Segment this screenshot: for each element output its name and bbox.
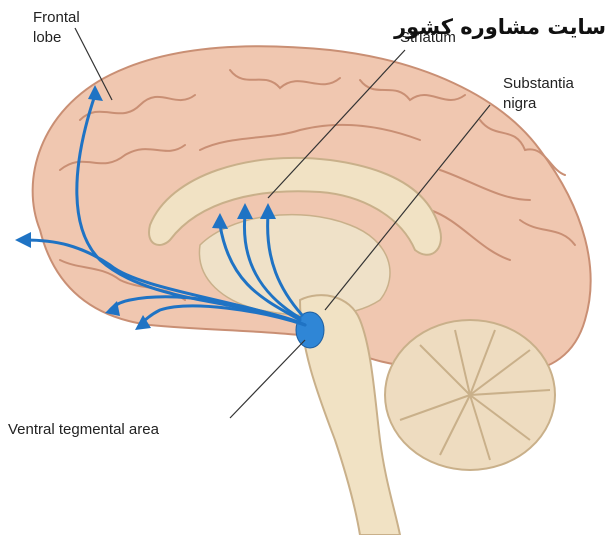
substantia-nigra-label-line2: nigra xyxy=(503,94,536,114)
substantia-nigra-label-line1: Substantia xyxy=(503,74,574,94)
watermark-text: سایت مشاوره کشور xyxy=(350,15,606,39)
cerebellum xyxy=(385,320,555,470)
ventral-tegmental-area-label: Ventral tegmental area xyxy=(8,420,159,440)
frontal-lobe-label-line2: lobe xyxy=(33,28,61,48)
frontal-lobe-label-line1: Frontal xyxy=(33,8,80,28)
